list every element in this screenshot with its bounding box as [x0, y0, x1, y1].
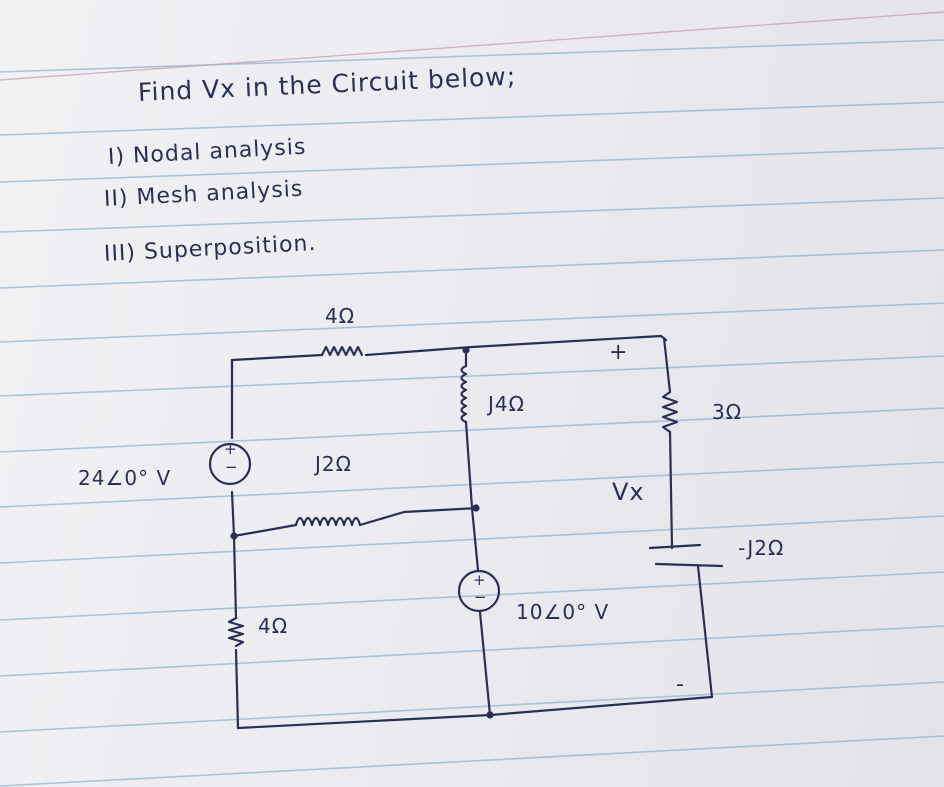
rule-line: [0, 515, 944, 564]
wire-src10-bottom: [478, 610, 492, 717]
resistor-4ohm-bottom: [227, 616, 245, 648]
junction-node: [472, 504, 480, 512]
rule-line: [0, 625, 944, 677]
capacitor-plate-top: [648, 543, 702, 550]
capacitor-plate-bottom: [654, 562, 724, 568]
inductor-j2: [294, 516, 362, 527]
resistor-3ohm: [661, 390, 679, 434]
source-10-minus-sign: −: [474, 588, 487, 606]
junction-node: [462, 346, 470, 354]
source-10-plus-sign: +: [473, 571, 486, 589]
rule-line: [0, 101, 944, 136]
rule-line: [0, 302, 944, 343]
label-resistor-4ohm-bottom: 4Ω: [258, 614, 289, 638]
label-resistor-4ohm-top: 4Ω: [325, 304, 356, 328]
wire-right-lower: [696, 564, 714, 699]
wire-bottom: [236, 695, 714, 730]
rule-line: [0, 147, 944, 183]
rule-line: [0, 681, 944, 733]
wire-left-bottom: [234, 648, 240, 730]
label-source-24v: 24∠0° V: [78, 466, 172, 490]
rule-line: [0, 571, 944, 621]
rule-line: [0, 407, 944, 453]
label-source-10v: 10∠0° V: [516, 600, 610, 624]
rule-line: [0, 355, 944, 397]
wire-left-lower: [230, 490, 238, 620]
wire-right-upper: [662, 336, 672, 394]
label-vx-minus: -: [676, 672, 685, 697]
rule-line: [0, 39, 944, 73]
junction-node: [230, 532, 238, 540]
wire-top-left: [230, 353, 324, 370]
margin-line: [0, 11, 944, 81]
rule-line: [0, 197, 944, 233]
rule-line: [0, 735, 944, 787]
inductor-j4: [460, 364, 468, 424]
source-24-minus-sign: −: [225, 458, 238, 476]
junction-node: [486, 711, 494, 719]
label-vx-plus: +: [609, 340, 629, 365]
source-24-plus-sign: +: [224, 440, 237, 458]
wire-mid-vertical: [464, 420, 480, 572]
wire-mid-right: [358, 506, 480, 527]
label-resistor-3ohm: 3Ω: [712, 400, 743, 424]
voltage-source-10v: [457, 569, 501, 613]
wire-right-mid: [668, 430, 674, 550]
label-inductor-j4: J4Ω: [488, 392, 525, 416]
label-capacitor: -J2Ω: [738, 536, 785, 560]
rule-line: [0, 461, 944, 508]
label-inductor-j2: J2Ω: [315, 452, 352, 476]
resistor-4ohm-top: [320, 345, 364, 357]
rule-line: [0, 249, 944, 289]
wire-mid-left: [232, 523, 298, 538]
label-vx: Vx: [612, 478, 645, 506]
voltage-source-24v: [208, 442, 252, 486]
